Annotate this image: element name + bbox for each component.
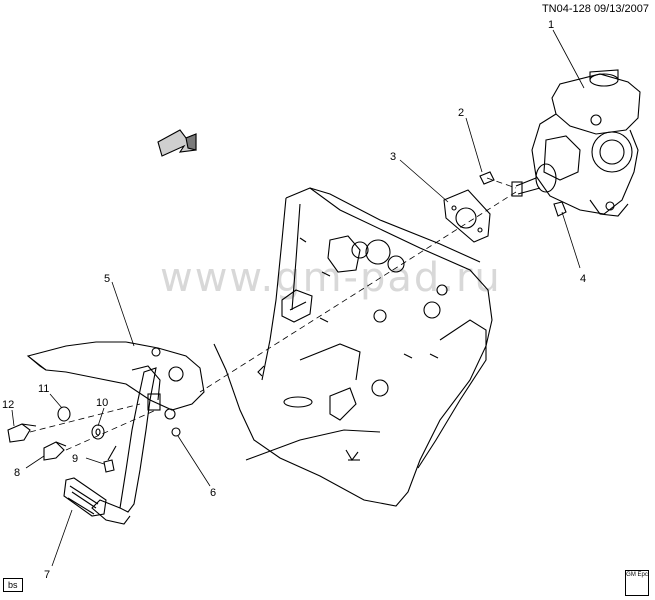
callout-10: 10 [96, 397, 108, 409]
bolt [103, 445, 117, 473]
callout-3: 3 [390, 151, 396, 163]
gasket [443, 189, 491, 243]
nut [171, 427, 181, 437]
pin [7, 423, 37, 443]
diagram-date: 09/13/2007 [593, 3, 649, 15]
corner-tag: bs [3, 578, 23, 592]
watermark: www.gm-pad.ru [160, 255, 502, 301]
callout-2: 2 [458, 107, 464, 119]
callout-8: 8 [14, 467, 20, 479]
diagram-header: TN04-128 09/13/2007 [542, 3, 649, 15]
callout-4: 4 [580, 273, 586, 285]
corner-icon-label: GM Epc [626, 572, 648, 578]
callout-7: 7 [44, 569, 50, 581]
callout-11: 11 [38, 383, 49, 395]
gm-epc-logo-icon: GM Epc [625, 570, 649, 596]
spacer [91, 424, 105, 440]
bushing [43, 441, 67, 461]
pedal-bracket [26, 341, 205, 411]
brake-pedal [63, 367, 176, 525]
clip [553, 201, 567, 217]
callout-6: 6 [210, 487, 216, 499]
dash-panel [213, 187, 493, 507]
callout-9: 9 [72, 453, 78, 465]
brake-master-cylinder-assembly [511, 69, 641, 217]
washer [57, 406, 71, 422]
callout-12: 12 [2, 399, 14, 411]
diagram-code: TN04-128 [541, 3, 591, 15]
front-direction-arrow-icon [157, 129, 197, 157]
callout-5: 5 [104, 273, 110, 285]
stud [479, 171, 517, 189]
callout-1: 1 [548, 19, 554, 31]
